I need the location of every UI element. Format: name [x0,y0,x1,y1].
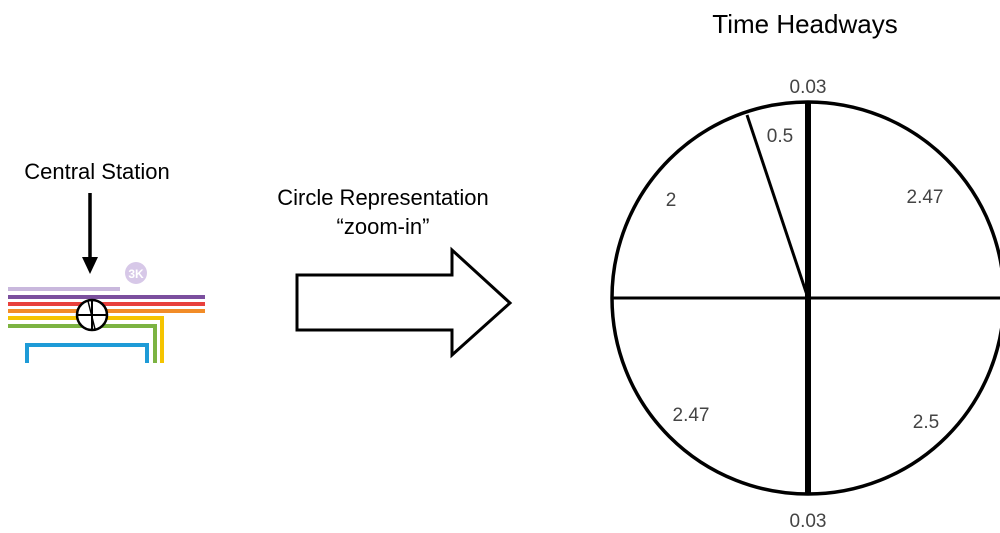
zoom-in-arrow [295,246,513,359]
segment-label-upper-left: 2 [666,190,677,211]
headway-circle [610,100,1000,496]
line-green [8,324,157,363]
transition-line2: “zoom-in” [337,214,430,239]
small-sector-radius [745,114,810,299]
line-yellow [8,316,164,363]
segment-label-lower-right: 2.5 [913,412,939,433]
down-arrow-head [82,257,98,274]
segment-label-small-sector: 0.5 [767,126,793,147]
line-blue [25,343,149,363]
line-badge-3k [125,262,147,284]
line-badge-text: 3K [128,267,144,281]
segment-label-top: 0.03 [790,77,827,98]
segment-label-upper-right: 2.47 [907,187,944,208]
segment-label-bottom: 0.03 [790,511,827,532]
station-circle-icon [75,298,109,332]
transit-map-snippet: 3K [8,262,205,363]
transition-line1: Circle Representation [277,185,489,210]
segment-label-lower-left: 2.47 [673,405,710,426]
station-label: Central Station [24,159,170,184]
circle-title: Time Headways [712,9,897,39]
